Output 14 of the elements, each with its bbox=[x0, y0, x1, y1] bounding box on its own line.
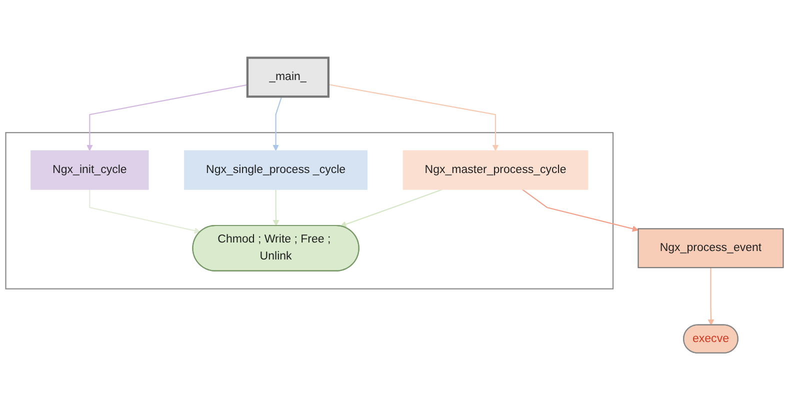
arrow bbox=[340, 188, 442, 227]
arrow bbox=[272, 96, 282, 151]
node-box: Ngx_process_event bbox=[638, 228, 784, 268]
arrow bbox=[708, 267, 714, 326]
node-box: Ngx_single_process _cycle bbox=[184, 150, 368, 190]
arrow bbox=[328, 84, 499, 151]
arrow bbox=[522, 188, 639, 232]
node-box: Ngx_init_cycle bbox=[30, 150, 149, 190]
node-box: Ngx_master_process_cycle bbox=[402, 150, 588, 190]
node-box: _main_ bbox=[246, 56, 330, 98]
cluster bbox=[5, 132, 614, 290]
arrow bbox=[272, 189, 280, 226]
arrow bbox=[86, 84, 248, 151]
arrow bbox=[89, 189, 201, 234]
